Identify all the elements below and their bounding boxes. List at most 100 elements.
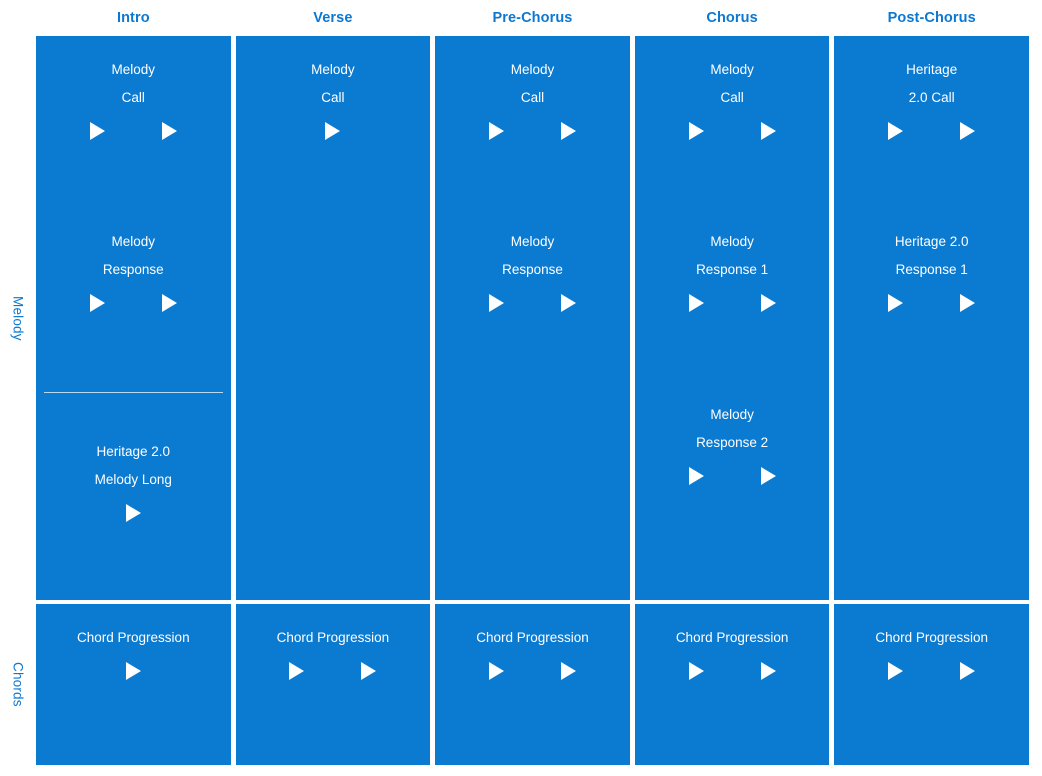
chord-block-chorus-play-row [635,662,830,680]
melody-block-pre-chorus-2-label-line: Response [502,262,563,277]
melody-block-post-chorus-2-label-line: Response 1 [895,262,968,277]
melody-block-pre-chorus-2-play-row [435,294,630,312]
chord-block-post-chorus-label: Chord Progression [875,630,988,645]
column-header-intro: Intro [116,10,150,26]
melody-block-intro-2-label-line: Response [102,262,164,277]
play-icon[interactable] [89,294,105,312]
chords-band: Chord Progression Chord Progression Chord … [36,604,1029,765]
melody-block-pre-chorus-2-label-line: Melody [510,234,555,249]
row-label-melody-text: Melody [10,295,26,341]
chord-block-verse: Chord Progression [236,624,431,680]
melody-block-pre-chorus-1-label-line: Melody [510,62,555,77]
play-icon[interactable] [161,294,177,312]
play-icon[interactable] [688,294,704,312]
play-icon[interactable] [960,122,976,140]
melody-block-verse-1-label-line: Call [321,90,345,105]
chords-cell-post-chorus: Chord Progression [834,604,1029,765]
play-icon[interactable] [125,662,141,680]
chord-block-intro-label: Chord Progression [77,630,190,645]
play-icon[interactable] [325,122,341,140]
column-header-post-chorus: Post-Chorus [887,10,976,26]
play-icon[interactable] [760,662,776,680]
play-icon[interactable] [888,122,904,140]
chord-block-chorus-label: Chord Progression [675,630,789,645]
melody-block-chorus-2-label-line: Melody [710,234,754,249]
column-header-verse: Verse [313,10,353,26]
melody-block-pre-chorus-1-play-row [435,122,630,140]
melody-cell-divider [44,392,223,393]
chord-block-intro: Chord Progression [36,624,231,680]
melody-block-intro-3-label-line: Heritage 2.0 [96,444,171,459]
chord-block-pre-chorus: Chord Progression [435,624,630,680]
play-icon[interactable] [688,122,704,140]
play-icon[interactable] [760,294,776,312]
column-header-chorus: Chorus [706,10,758,26]
play-icon[interactable] [560,662,576,680]
play-icon[interactable] [488,294,504,312]
chords-cell-pre-chorus: Chord Progression [435,604,630,765]
chords-cell-chorus: Chord Progression [634,604,830,765]
melody-block-intro-3-play-row [36,504,231,522]
play-icon[interactable] [488,662,504,680]
play-icon[interactable] [289,662,305,680]
play-icon[interactable] [560,122,576,140]
melody-block-post-chorus-1-label-line: 2.0 Call [908,90,955,105]
melody-block-chorus-3-play-row [635,467,830,485]
melody-block-intro-2-play-row [36,294,231,312]
melody-block-pre-chorus-1-label-line: Call [520,90,545,105]
melody-block-chorus-2-label-line: Response 1 [696,262,769,277]
melody-block-chorus-2-play-row [635,294,830,312]
melody-block-intro-1-label-line: Call [121,90,145,105]
play-icon[interactable] [161,122,177,140]
melody-block-intro-1-play-row [36,122,231,140]
chord-block-verse-play-row [236,662,431,680]
play-icon[interactable] [960,662,976,680]
row-label-chords: Chords [0,604,36,765]
melody-block-chorus-1-play-row [635,122,830,140]
play-icon[interactable] [760,122,776,140]
melody-block-intro-3-label-line: Melody Long [94,472,172,487]
play-icon[interactable] [560,294,576,312]
chord-block-post-chorus-play-row [834,662,1029,680]
play-icon[interactable] [960,294,976,312]
column-header-row: Intro Verse Pre-Chorus Chorus Post-Chorus [36,0,1029,36]
melody-block-chorus-3-label-line: Response 2 [696,435,769,450]
play-icon[interactable] [888,662,904,680]
play-icon[interactable] [488,122,504,140]
melody-block-chorus-1-label-line: Call [720,90,744,105]
melody-block-intro-1-label-line: Melody [111,62,156,77]
play-icon[interactable] [760,467,776,485]
melody-block-chorus-1-label-line: Melody [710,62,754,77]
play-icon[interactable] [361,662,377,680]
chords-cell-intro: Chord Progression [36,604,231,765]
play-icon[interactable] [688,662,704,680]
melody-block-intro-2-label-line: Melody [111,234,156,249]
play-icon[interactable] [89,122,105,140]
section-grid: Intro Verse Pre-Chorus Chorus Post-Chorus Me… [36,0,1029,776]
melody-block-verse-1-label-line: Melody [311,62,355,77]
play-icon[interactable] [688,467,704,485]
play-icon[interactable] [888,294,904,312]
play-icon[interactable] [125,504,141,522]
chord-block-pre-chorus-label: Chord Progression [476,630,589,645]
column-header-pre-chorus: Pre-Chorus [492,10,573,26]
